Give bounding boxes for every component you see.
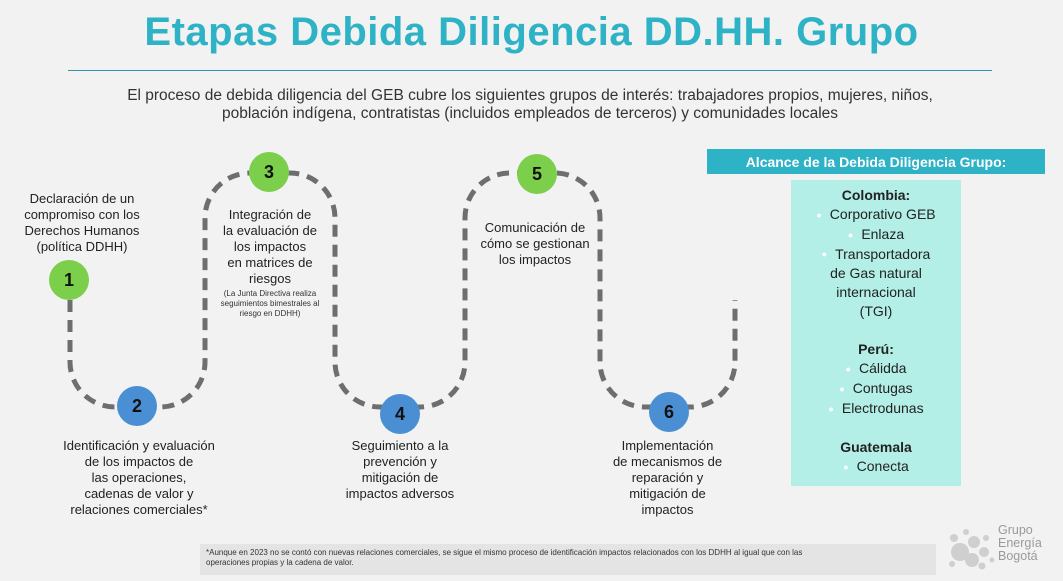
step-2-marker: 2: [117, 386, 157, 426]
logo-text: Grupo Energía Bogotá: [998, 524, 1042, 563]
step-2-description: Identificación y evaluación de los impac…: [45, 438, 233, 518]
company-name: Cálidda: [858, 360, 907, 377]
company-item: ● Enlaza: [791, 225, 961, 245]
step-3-line: los impactos: [233, 239, 307, 254]
step-4-line: Seguimiento a la: [351, 438, 449, 453]
step-3-line: en matrices de: [227, 255, 313, 270]
step-3-note: (La Junta Directiva realiza seguimientos…: [210, 289, 330, 319]
step-2-line: las operaciones,: [91, 470, 187, 485]
bullet-icon: ●: [839, 383, 845, 394]
company-item-continued: (TGI): [859, 303, 893, 320]
step-3-note-line: (La Junta Directiva realiza: [223, 289, 317, 298]
step-4-line: mitigación de: [361, 470, 439, 485]
company-item: ● Cálidda: [791, 359, 961, 379]
step-1-line: compromiso con los: [24, 207, 140, 222]
company-name: Transportadora: [835, 245, 931, 262]
step-4-marker: 4: [380, 394, 420, 434]
step-1-line: Declaración de un: [29, 191, 135, 206]
bullet-icon: ●: [821, 249, 828, 260]
footnote: *Aunque en 2023 no se contó con nuevas r…: [200, 544, 936, 575]
scope-panel: Colombia: ● Corporativo GEB ● Enlaza ● Tran…: [791, 180, 961, 486]
step-2-line: Identificación y evaluación: [63, 438, 215, 453]
process-path-line: [67, 170, 738, 410]
intro-text: El proceso de debida diligencia del GEB …: [80, 87, 980, 123]
step-4-line: impactos adversos: [345, 486, 455, 501]
step-6-line: de mecanismos de: [612, 454, 723, 469]
footnote-line: operaciones propias y la cadena de valor…: [206, 558, 354, 567]
step-3-note-line: seguimientos bimestrales al: [220, 299, 320, 308]
company-name: Corporativo GEB: [829, 206, 936, 222]
step-2-line: cadenas de valor y: [84, 486, 194, 501]
step-4-description: Seguimiento a la prevención y mitigación…: [335, 438, 465, 502]
company-item: ● Corporativo GEB: [791, 205, 961, 225]
company-name: Enlaza: [861, 225, 905, 242]
company-logo-icon: [949, 529, 995, 570]
scope-header: Alcance de la Debida Diligencia Grupo:: [707, 149, 1045, 174]
bullet-icon: ●: [843, 461, 849, 472]
company-item-continued: internacional: [836, 284, 916, 301]
page-title: Etapas Debida Diligencia DD.HH. Grupo: [144, 10, 919, 54]
company-name: Electrodunas: [841, 399, 924, 416]
step-5-line: cómo se gestionan: [480, 236, 590, 251]
intro-line-2: población indígena, contratistas (inclui…: [221, 105, 839, 122]
company-item: ● Contugas: [791, 379, 961, 399]
step-3-marker: 3: [249, 152, 289, 192]
step-2-line: de los impactos de: [84, 454, 194, 469]
step-5-description: Comunicación de cómo se gestionan los im…: [470, 220, 600, 268]
country-name: Guatemala: [840, 438, 912, 455]
step-1-description: Declaración de un compromiso con los Der…: [12, 191, 152, 255]
footnote-line: *Aunque en 2023 no se contó con nuevas r…: [206, 548, 803, 557]
spacer: [791, 419, 961, 438]
step-3-description: Integración de la evaluación de los impa…: [210, 207, 330, 319]
spacer: [791, 321, 961, 340]
step-5-line: los impactos: [498, 252, 572, 267]
step-5-line: Comunicación de: [484, 220, 586, 235]
step-6-line: Implementación: [621, 438, 714, 453]
step-3-line: riesgos: [249, 271, 291, 286]
step-6-marker: 6: [649, 392, 689, 432]
step-2-line: relaciones comerciales*: [70, 502, 208, 517]
company-item-continued: de Gas natural: [830, 265, 922, 282]
bullet-icon: ●: [816, 209, 822, 220]
company-item: ● Transportadora: [791, 245, 961, 265]
company-item: ● Conecta: [791, 457, 961, 477]
company-item: ● Electrodunas: [791, 399, 961, 419]
step-1-line: Derechos Humanos: [24, 223, 140, 238]
bullet-icon: ●: [845, 364, 851, 375]
logo-line: Grupo: [998, 523, 1033, 537]
step-3-note-line: riesgo en DDHH): [239, 309, 301, 318]
step-5-marker: 5: [517, 154, 557, 194]
step-4-line: prevención y: [363, 454, 437, 469]
logo-line: Energía: [998, 536, 1042, 550]
step-1-marker: 1: [49, 260, 89, 300]
title-divider: [68, 70, 992, 71]
step-3-line: la evaluación de: [223, 223, 317, 238]
country-name: Perú:: [858, 341, 894, 358]
logo-dots: [949, 529, 995, 570]
step-1-line: (política DDHH): [36, 239, 128, 254]
bullet-icon: ●: [847, 229, 854, 240]
country-name: Colombia:: [841, 187, 911, 203]
step-6-line: impactos: [641, 502, 694, 517]
logo-line: Bogotá: [998, 549, 1038, 563]
intro-line-1: El proceso de debida diligencia del GEB …: [127, 87, 933, 104]
step-6-line: mitigación de: [629, 486, 706, 501]
bullet-icon: ●: [828, 403, 834, 414]
step-3-line: Integración de: [228, 207, 312, 222]
step-6-description: Implementación de mecanismos de reparaci…: [600, 438, 735, 518]
company-name: Contugas: [852, 380, 913, 397]
step-6-line: reparación y: [631, 470, 704, 485]
company-name: Conecta: [856, 457, 909, 474]
